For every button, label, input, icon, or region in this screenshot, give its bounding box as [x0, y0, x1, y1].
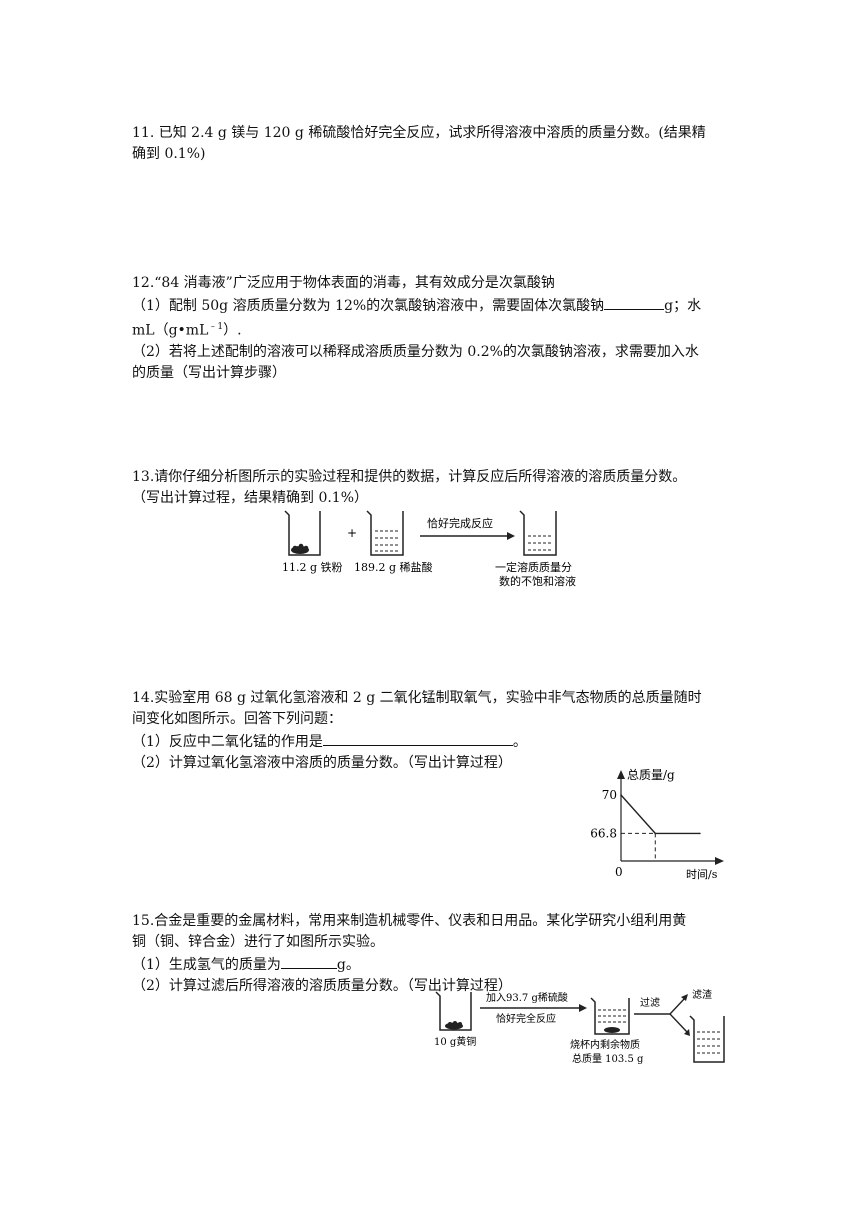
arrow1-top-label: 加入93.7 g稀硫酸 [486, 991, 568, 1004]
q12-line-2-b: g；水 [664, 298, 702, 314]
q15-experiment-figure: 10 g黄铜 加入93.7 g稀硫酸 恰好完全反应 烧杯内剩余物质 总质量 10… [434, 988, 725, 1065]
remaining-label-1: 烧杯内剩余物质 [570, 1038, 640, 1051]
chart-axes [617, 770, 724, 865]
q14-line-3-a: （1）反应中二氧化锰的作用是 [132, 734, 323, 750]
q12-line-3-a: mL（g•mL [132, 322, 209, 339]
q12-line-2-a: （1）配制 50g 溶质质量分数为 12%的次氯酸钠溶液中，需要固体次氯酸钠 [132, 298, 605, 314]
arrow-label: 恰好完成反应 [427, 516, 493, 530]
label-acid: 189.2 g 稀盐酸 [354, 560, 433, 574]
question-11: 11. 已知 2.4 g 镁与 120 g 稀硫酸恰好完全反应，试求所得溶液中溶… [132, 123, 732, 165]
question-15: 15.合金是重要的金属材料，常用来制造机械零件、仪表和日用品。某化学研究小组利用… [132, 911, 732, 997]
q13-experiment-figure: + 恰好完成反应 11.2 g 铁粉 189.2 g 稀盐酸 一定溶质质量分 数… [282, 510, 576, 588]
q14-blank-1[interactable] [322, 730, 513, 746]
q12-line-5: 的质量（写出计算步骤） [132, 364, 286, 381]
filter-arrow-icon [634, 994, 690, 1036]
q14-mass-time-chart: 总质量/g 时间/s 0 70 66.8 [590, 768, 724, 881]
q14-line-2: 间变化如图所示。回答下列问题： [132, 711, 342, 727]
data-point-0 [620, 794, 622, 796]
data-point-1 [654, 832, 657, 835]
q12-line-3-sup: ﹣1 [208, 322, 224, 332]
q12-line-1: 12.“84 消毒液”广泛应用于物体表面的消毒，其有效成分是次氯酸钠 [132, 275, 555, 291]
q12-line-2: （1）配制 50g 溶质质量分数为 12%的次氯酸钠溶液中，需要固体次氯酸钠 g；… [132, 294, 732, 317]
q15-line-3: （1）生成氢气的质量为 g。 [132, 953, 732, 976]
x-axis-label: 时间/s [686, 868, 718, 881]
origin-label: 0 [615, 865, 623, 879]
q13-line-2: （写出计算过程，结果精确到 0.1%） [132, 490, 369, 506]
label-result-1: 一定溶质质量分 [495, 560, 572, 574]
q15-line-3-a: （1）生成氢气的质量为 [132, 957, 281, 973]
q12-line-3-b: ）. [223, 322, 242, 339]
question-14: 14.实验室用 68 g 过氧化氢溶液和 2 g 二氧化锰制取氧气，实验中非气态… [132, 688, 732, 774]
series-line [620, 794, 700, 835]
arrow1-bottom-label: 恰好完全反应 [496, 1012, 556, 1025]
filter-label: 过滤 [640, 996, 660, 1009]
remaining-label-2: 总质量 103.5 g [572, 1052, 644, 1065]
label-brass: 10 g黄铜 [434, 1035, 476, 1048]
q12-line-3: mL（g•mL﹣1）. [132, 317, 732, 342]
q11-line-2: 确到 0.1%) [132, 146, 206, 162]
q12-blank-1[interactable] [604, 294, 665, 310]
y-tick-label-1: 66.8 [590, 826, 617, 840]
label-result-2: 数的不饱和溶液 [499, 574, 576, 588]
q11-line-1: 11. 已知 2.4 g 镁与 120 g 稀硫酸恰好完全反应，试求所得溶液中溶… [132, 125, 706, 141]
label-iron: 11.2 g 铁粉 [282, 561, 343, 574]
y-axis-label: 总质量/g [627, 768, 675, 782]
chart-plot-area: 70 66.8 [590, 788, 701, 861]
beaker-iron-icon [284, 510, 321, 556]
beaker-acid-icon [366, 510, 404, 556]
q14-line-3: （1）反应中二氧化锰的作用是 。 [132, 730, 732, 753]
question-13: 13.请你仔细分析图所示的实验过程和提供的数据，计算反应后所得溶液的溶质质量分数… [132, 467, 732, 509]
add-acid-arrow-icon [480, 1004, 587, 1012]
reaction-arrow-icon [420, 532, 515, 540]
x-axis-arrow-icon [715, 857, 724, 865]
q15-line-2: 铜（铜、锌合金）进行了如图所示实验。 [132, 934, 384, 950]
q14-line-3-b: 。 [512, 734, 527, 750]
data-point-2 [699, 832, 701, 835]
y-tick-label-0: 70 [602, 788, 617, 802]
q15-line-3-b: g。 [336, 957, 360, 973]
q15-line-4: （2）计算过滤后所得溶液的溶质质量分数。（写出计算过程） [132, 978, 512, 994]
q15-blank-1[interactable] [280, 953, 337, 969]
beaker-remaining-icon [590, 997, 630, 1035]
q12-line-4: （2）若将上述配制的溶液可以稀释成溶质质量分数为 0.2%的次氯酸钠溶液，求需要… [132, 343, 699, 360]
plus-sign: + [347, 526, 357, 540]
y-axis-arrow-icon [617, 770, 625, 779]
beaker-brass-icon [435, 991, 472, 1031]
q13-line-1: 13.请你仔细分析图所示的实验过程和提供的数据，计算反应后所得溶液的溶质质量分数… [132, 469, 687, 485]
q14-line-4: （2）计算过氧化氢溶液中溶质的质量分数。（写出计算过程） [132, 755, 512, 771]
q14-line-1: 14.实验室用 68 g 过氧化氢溶液和 2 g 二氧化锰制取氧气，实验中非气态… [132, 690, 702, 706]
q15-line-1: 15.合金是重要的金属材料，常用来制造机械零件、仪表和日用品。某化学研究小组利用… [132, 913, 687, 929]
residue-label: 滤渣 [692, 988, 712, 1001]
beaker-result-icon [519, 510, 557, 556]
question-12: 12.“84 消毒液”广泛应用于物体表面的消毒，其有效成分是次氯酸钠 （1）配制… [132, 273, 732, 384]
beaker-filtrate-icon [689, 1015, 725, 1063]
